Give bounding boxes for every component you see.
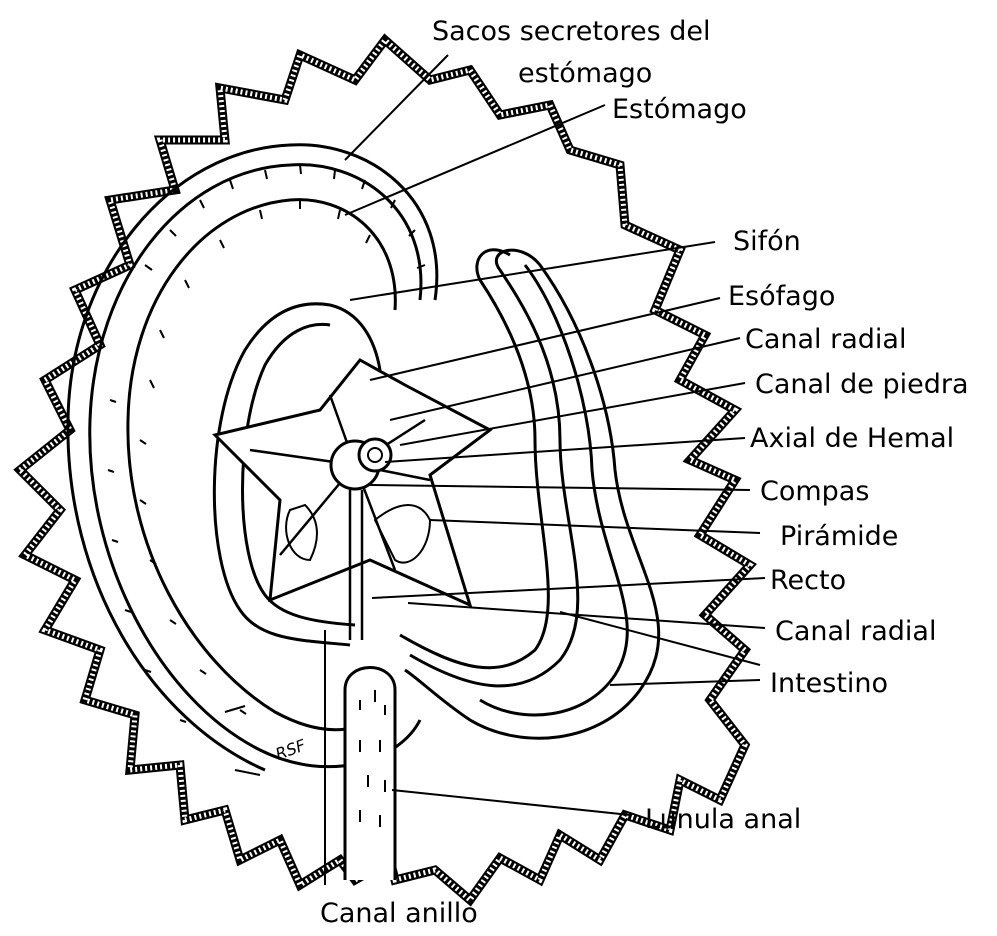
label-piramide: Pirámide: [780, 521, 898, 552]
label-canal-anillo: Canal anillo: [320, 898, 478, 929]
anal-lunule: [345, 668, 395, 881]
label-canal-radial-lower: Canal radial: [775, 616, 936, 647]
label-lunula-anal: Lunula anal: [645, 804, 801, 835]
label-sacos-line1: Sacos secretores del: [432, 16, 710, 47]
label-intestino: Intestino: [770, 668, 888, 699]
aristotles-lantern: [215, 360, 490, 640]
artist-signature: RSF: [273, 735, 309, 764]
label-axial-de-hemal: Axial de Hemal: [750, 423, 954, 454]
label-estomago: Estómago: [612, 94, 747, 125]
label-canal-de-piedra: Canal de piedra: [755, 369, 969, 400]
label-sacos-line2: estómago: [518, 58, 652, 89]
label-compas: Compas: [760, 476, 869, 507]
label-sifon: Sifón: [733, 226, 801, 257]
intestine: [400, 250, 659, 738]
label-esofago: Esófago: [728, 281, 835, 312]
label-recto: Recto: [770, 565, 846, 596]
label-canal-radial-upper: Canal radial: [745, 324, 906, 355]
